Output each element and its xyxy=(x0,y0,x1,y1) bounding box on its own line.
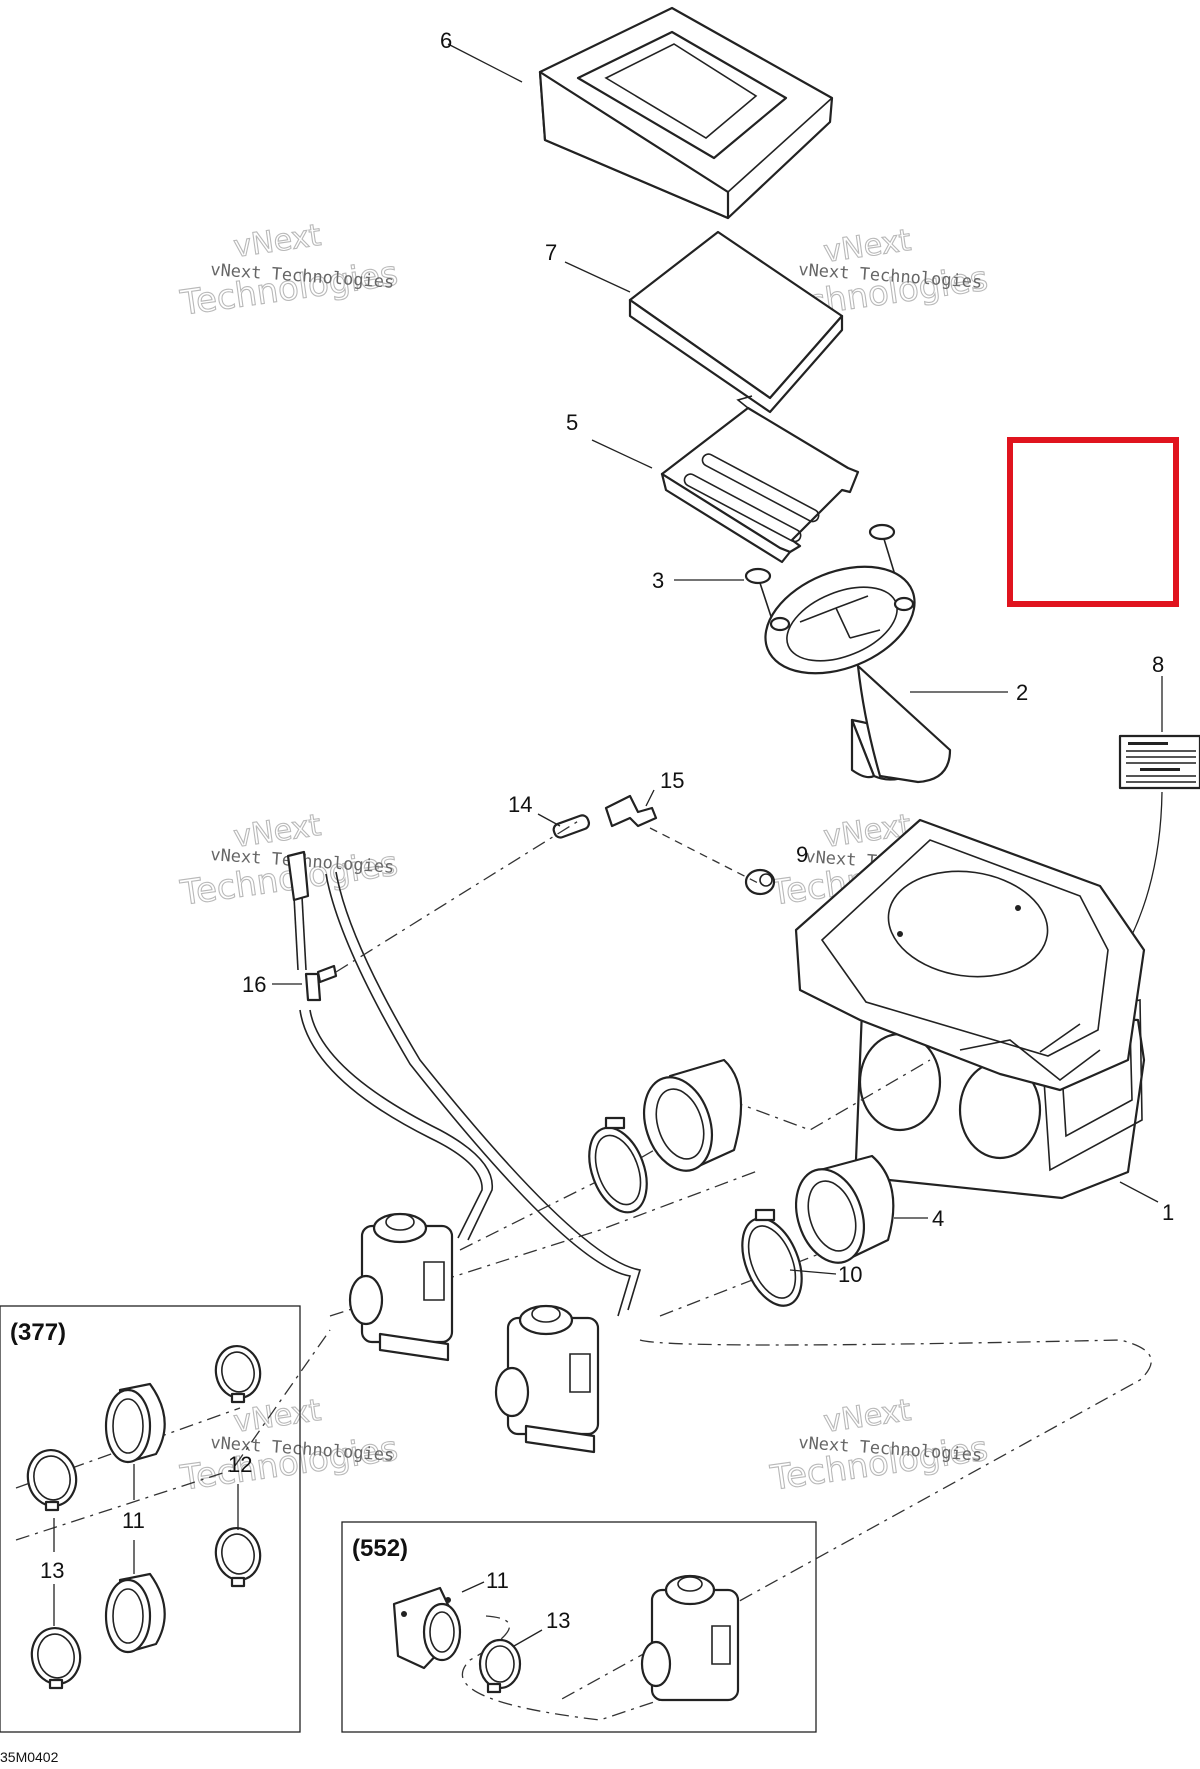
callout-8: 8 xyxy=(1152,652,1164,677)
callout-10: 10 xyxy=(838,1262,862,1287)
callout-12: 12 xyxy=(228,1452,252,1477)
part-12-clamp-top[interactable] xyxy=(212,1343,264,1404)
variant-box-552: (552) xyxy=(341,1521,817,1733)
part-4-adaptor-lower[interactable] xyxy=(785,1154,895,1272)
variant-label-552: (552) xyxy=(352,1535,408,1562)
part-13-clamp-bottom[interactable] xyxy=(28,1624,85,1690)
svg-text:vNext: vNext xyxy=(821,1393,913,1440)
callout-1: 1 xyxy=(1162,1200,1174,1225)
part-11-manifold-bottom[interactable] xyxy=(104,1572,166,1654)
part-15-elbow[interactable] xyxy=(604,794,658,828)
svg-text:vNext: vNext xyxy=(231,218,323,265)
part-11-manifold-top[interactable] xyxy=(104,1382,166,1464)
part-1-airbox[interactable] xyxy=(794,818,1146,1200)
part-12-clamp-bottom[interactable] xyxy=(212,1525,264,1588)
part-7-filter[interactable] xyxy=(628,230,844,414)
callout-4: 4 xyxy=(932,1206,944,1231)
part-13-clamp-top[interactable] xyxy=(24,1446,81,1512)
callout-11-552: 11 xyxy=(486,1568,509,1593)
part-2-intake-base[interactable] xyxy=(750,546,952,784)
part-8-warning-label[interactable] xyxy=(1118,734,1200,790)
variant-label-377: (377) xyxy=(10,1319,66,1346)
carburetor-552[interactable] xyxy=(640,1574,740,1702)
callout-5: 5 xyxy=(566,410,578,435)
callout-3: 3 xyxy=(652,568,664,593)
part-14-tube[interactable] xyxy=(552,814,591,839)
callout-16: 16 xyxy=(242,972,266,997)
callout-7: 7 xyxy=(545,240,557,265)
callout-6: 6 xyxy=(440,28,452,53)
part-10-clamp-upper[interactable] xyxy=(579,1116,658,1220)
callout-11-377: 11 xyxy=(122,1508,145,1533)
carburetor-lower[interactable] xyxy=(494,1304,600,1454)
callout-14: 14 xyxy=(508,792,532,817)
callout-9: 9 xyxy=(796,842,808,867)
part-13-clamp-552[interactable] xyxy=(478,1638,522,1694)
callout-13-552: 13 xyxy=(546,1608,570,1633)
carburetor-upper[interactable] xyxy=(348,1212,454,1362)
part-16-tee[interactable] xyxy=(304,964,338,1002)
vent-hoses[interactable] xyxy=(286,850,642,1317)
part-5-plate[interactable] xyxy=(660,395,860,564)
callout-13-377: 13 xyxy=(40,1558,64,1583)
callout-15: 15 xyxy=(660,768,684,793)
variant-box-377: (377) xyxy=(0,1305,301,1733)
part-6-foam-frame[interactable] xyxy=(538,6,834,220)
part-4-adaptor-upper[interactable] xyxy=(633,1058,743,1180)
callout-2: 2 xyxy=(1016,680,1028,705)
highlight-box xyxy=(1007,437,1179,607)
svg-text:vNext: vNext xyxy=(231,1393,323,1440)
part-9-grommet[interactable] xyxy=(744,868,776,896)
part-11-manifold-552[interactable] xyxy=(392,1586,462,1670)
part-10-clamp-lower[interactable] xyxy=(731,1208,814,1315)
drawing-reference: 35M0402 xyxy=(0,1749,59,1765)
